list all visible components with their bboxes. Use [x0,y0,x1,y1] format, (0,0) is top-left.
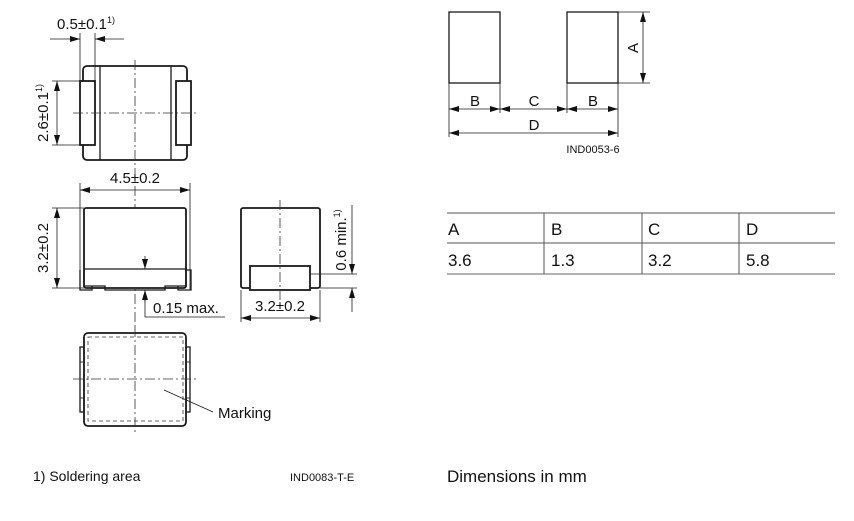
footprint-label-a: A [625,43,642,53]
pad-height-dimension: 2.6±0.11) [34,84,52,142]
marking-label: Marking [218,405,271,422]
table-cell: 3.2 [648,251,672,270]
footprint-label-c: C [529,93,540,110]
table-cell: 5.8 [746,251,770,270]
table-cell: 1.3 [551,251,575,270]
footprint-pad-right [566,11,619,84]
table-header: A [448,220,460,239]
bottom-view: Marking [73,327,271,434]
footprint-label-b-right: B [588,93,598,110]
side-view: 0.6 min.1) 3.2±0.2 [240,200,357,322]
length-dimension: 4.5±0.2 [110,170,160,187]
footprint-pad-left [448,11,501,84]
table-header: D [746,220,758,239]
terminal-height-dimension: 0.6 min.1) [332,209,350,270]
units-note: Dimensions in mm [447,467,587,486]
pad-width-dimension: 0.5±0.11) [57,15,115,33]
table-cell: 3.6 [448,251,472,270]
coplanarity-dimension: 0.15 max. [153,300,219,317]
table-header: C [648,220,660,239]
footprint-label-d: D [529,117,540,134]
footprint-drawing-id: IND0053-6 [566,144,619,156]
drawing-id: IND0083-T-E [290,472,354,484]
dimensions-table: A B C D 3.6 1.3 3.2 5.8 [447,212,835,275]
table-header: B [551,220,562,239]
width-dimension: 3.2±0.2 [255,298,305,315]
top-view: 0.5±0.11) 2.6±0.11) [34,15,197,330]
front-view: 4.5±0.2 3.2±0.2 0.15 max. [35,170,225,318]
footprint-diagram: A B C B D IND0053-6 [448,11,650,156]
footprint-label-b-left: B [470,93,480,110]
footnote: 1) Soldering area [33,468,141,484]
height-dimension: 3.2±0.2 [35,223,52,273]
